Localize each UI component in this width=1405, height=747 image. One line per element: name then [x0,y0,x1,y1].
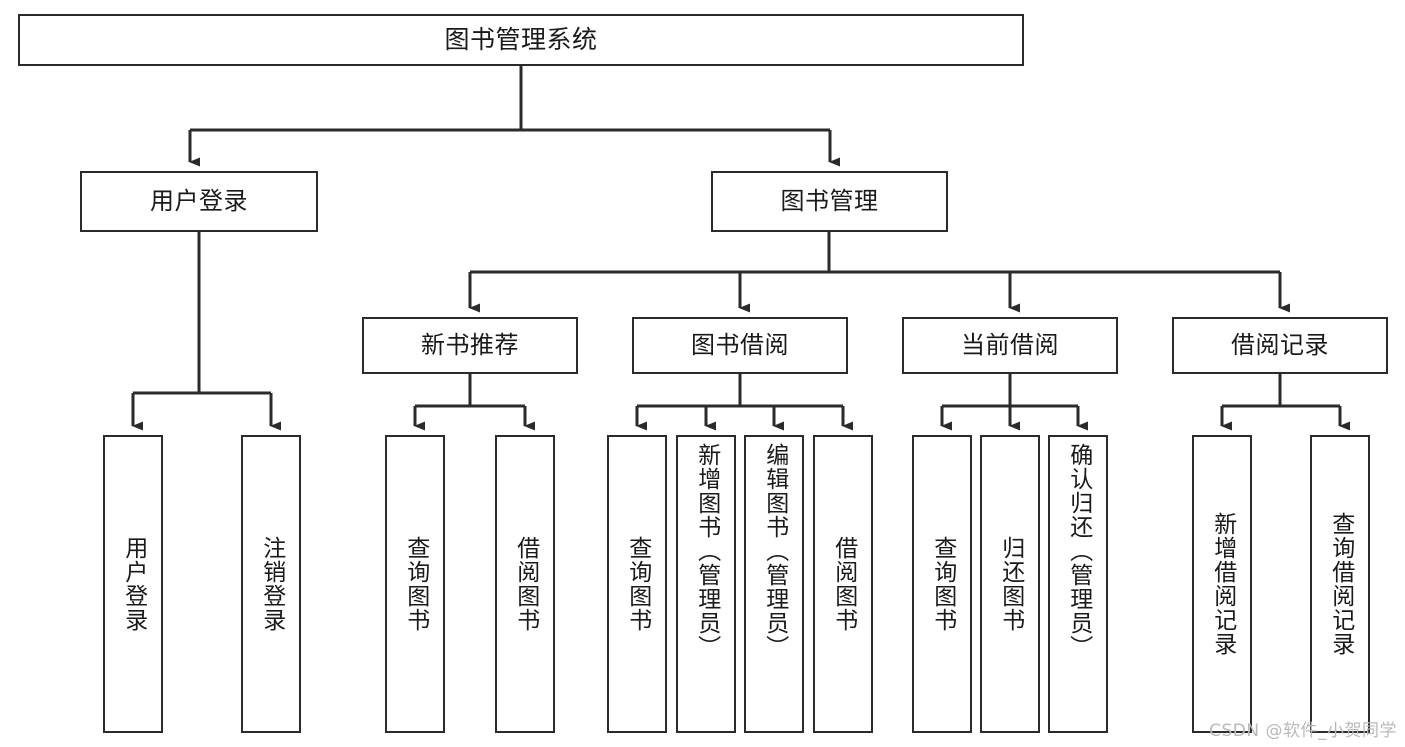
leaf-current-borrow-confirm-return-label: 确认归还（管理员） [1065,443,1092,659]
node-book-borrow-label: 图书借阅 [691,330,789,359]
leaf-borrow-record-query-record[interactable]: 查询借阅记录 [1310,435,1370,733]
leaf-book-borrow-edit-book[interactable]: 编辑图书（管理员） [744,435,804,733]
leaf-borrow-record-query-record-label: 查询借阅记录 [1327,512,1354,656]
leaf-user-login-login[interactable]: 用户登录 [103,435,163,733]
leaf-current-borrow-return-book[interactable]: 归还图书 [980,435,1040,733]
node-new-book-recommend-label: 新书推荐 [421,330,519,359]
node-book-management-label: 图书管理 [780,186,879,215]
node-book-management[interactable]: 图书管理 [711,171,948,232]
leaf-current-borrow-return-book-label: 归还图书 [997,536,1024,632]
node-current-borrow[interactable]: 当前借阅 [902,317,1118,374]
node-book-borrow[interactable]: 图书借阅 [632,317,848,374]
node-borrow-record-label: 借阅记录 [1231,330,1329,359]
leaf-book-borrow-query-book-label: 查询图书 [624,536,651,632]
leaf-book-borrow-add-book-label: 新增图书（管理员） [693,443,720,659]
node-new-book-recommend[interactable]: 新书推荐 [362,317,578,374]
node-root-system[interactable]: 图书管理系统 [18,14,1024,66]
leaf-book-borrow-add-book[interactable]: 新增图书（管理员） [676,435,736,733]
node-current-borrow-label: 当前借阅 [961,330,1059,359]
leaf-book-borrow-borrow-book[interactable]: 借阅图书 [813,435,873,733]
leaf-book-borrow-edit-book-label: 编辑图书（管理员） [761,443,788,659]
leaf-new-book-query-book-label: 查询图书 [402,536,429,632]
leaf-borrow-record-add-record[interactable]: 新增借阅记录 [1192,435,1252,733]
leaf-new-book-borrow-book-label: 借阅图书 [512,536,539,632]
node-user-login-label: 用户登录 [150,186,248,215]
leaf-new-book-borrow-book[interactable]: 借阅图书 [495,435,555,733]
leaf-book-borrow-query-book[interactable]: 查询图书 [607,435,667,733]
leaf-current-borrow-query-book-label: 查询图书 [929,536,956,632]
node-borrow-record[interactable]: 借阅记录 [1172,317,1388,374]
leaf-user-login-login-label: 用户登录 [120,536,147,632]
node-user-login[interactable]: 用户登录 [80,171,318,232]
leaf-current-borrow-confirm-return[interactable]: 确认归还（管理员） [1048,435,1108,733]
watermark-text: CSDN @软件_小贺同学 [1209,721,1397,741]
leaf-book-borrow-borrow-book-label: 借阅图书 [830,536,857,632]
leaf-user-login-logout-label: 注销登录 [258,536,285,632]
leaf-current-borrow-query-book[interactable]: 查询图书 [912,435,972,733]
node-root-system-label: 图书管理系统 [444,24,598,54]
leaf-user-login-logout[interactable]: 注销登录 [241,435,301,733]
leaf-borrow-record-add-record-label: 新增借阅记录 [1209,512,1236,656]
leaf-new-book-query-book[interactable]: 查询图书 [385,435,445,733]
